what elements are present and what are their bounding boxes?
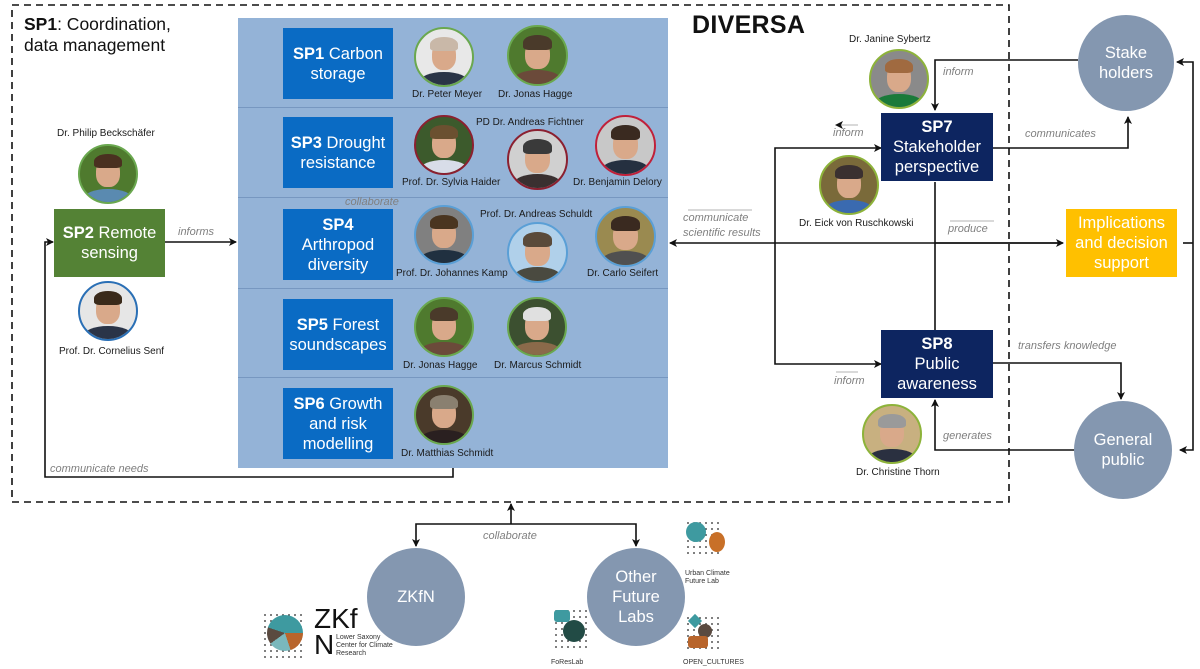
implications-box[interactable]: Implications and decision support bbox=[1066, 209, 1177, 277]
sp6-growth-risk-box[interactable]: SP6 Growth and risk modelling bbox=[283, 388, 393, 459]
zkfn-logo-word: ZKf bbox=[314, 603, 358, 634]
avatar-jonas-hagge-sp5 bbox=[414, 297, 474, 357]
edge-label-scientific-results: scientific results bbox=[683, 227, 761, 239]
coordination-label: : Coordination, bbox=[57, 14, 171, 34]
avatar-marcus-schmidt bbox=[507, 297, 567, 357]
urban-lab-label: Urban Climate bbox=[685, 570, 730, 577]
zkfn-logo-icon bbox=[267, 615, 303, 651]
edge-sp8-public bbox=[993, 362, 1125, 400]
avatar-christine-thorn bbox=[862, 404, 922, 464]
avatar-carlo-seifert bbox=[595, 206, 656, 267]
zkfn-logo-word-2: N bbox=[314, 629, 335, 660]
edge-label-inform-sp8: inform bbox=[834, 375, 865, 387]
urban-lab-logo-shape bbox=[709, 532, 725, 552]
avatar-andreas-fichtner bbox=[507, 129, 568, 190]
member-name: Dr. Christine Thorn bbox=[856, 467, 940, 478]
row-divider bbox=[238, 377, 668, 378]
edge-public-sp8 bbox=[931, 399, 1078, 451]
foreslab-logo-shape bbox=[554, 610, 570, 622]
open-cultures-label: OPEN_CULTURES bbox=[683, 659, 744, 666]
coordination-title: SP1: Coordination, data management bbox=[24, 14, 171, 56]
urban-lab-label-2: Future Lab bbox=[685, 578, 719, 585]
open-cultures-logo-shape-2 bbox=[688, 636, 708, 648]
edge-label-informs: informs bbox=[178, 226, 215, 238]
member-name: Prof. Dr. Andreas Schuldt bbox=[480, 209, 593, 220]
avatar-jonas-hagge bbox=[507, 25, 568, 86]
edge-label-transfers-knowledge: transfers knowledge bbox=[1018, 340, 1117, 352]
sp5-forest-soundscapes-box[interactable]: SP5 Forest soundscapes bbox=[283, 299, 393, 370]
sp4-arthropod-diversity-box[interactable]: SP4 Arthropod diversity bbox=[283, 209, 393, 280]
member-name: Dr. Carlo Seifert bbox=[587, 268, 659, 279]
edge-implications-public bbox=[1179, 243, 1194, 454]
row-divider bbox=[238, 288, 668, 289]
zkfn-logo-sub-2: Center for Climate bbox=[336, 642, 393, 649]
zkfn-node[interactable]: ZKfN bbox=[367, 548, 465, 646]
row-divider bbox=[238, 107, 668, 108]
member-name: Prof. Dr. Cornelius Senf bbox=[59, 346, 165, 357]
member-name: Dr. Philip Beckschäfer bbox=[57, 128, 155, 139]
member-name: Prof. Dr. Johannes Kamp bbox=[396, 268, 508, 279]
edge-implications-stakeholders bbox=[1176, 58, 1194, 243]
foreslab-label: FoResLab bbox=[551, 659, 584, 666]
avatar-janine-sybertz bbox=[869, 49, 929, 109]
member-name: Dr. Peter Meyer bbox=[412, 89, 483, 100]
diversa-title: DIVERSA bbox=[692, 11, 806, 39]
avatar-philip-beckschaefer bbox=[78, 144, 138, 204]
avatar-sylvia-haider bbox=[414, 115, 474, 175]
member-name: PD Dr. Andreas Fichtner bbox=[476, 117, 584, 128]
sp2-remote-sensing-box[interactable]: SP2 Remote sensing bbox=[54, 209, 165, 277]
coordination-label-2: data management bbox=[24, 35, 166, 55]
avatar-johannes-kamp bbox=[414, 205, 474, 265]
member-name: Dr. Jonas Hagge bbox=[403, 360, 478, 371]
avatar-benjamin-delory bbox=[595, 115, 656, 176]
member-name: Dr. Benjamin Delory bbox=[573, 177, 662, 188]
urban-lab-logo-icon bbox=[686, 522, 706, 542]
edge-label-collaborate: collaborate bbox=[345, 196, 399, 208]
member-name: Dr. Matthias Schmidt bbox=[401, 448, 494, 459]
sp7-stakeholder-box[interactable]: SP7 Stakeholder perspective bbox=[881, 113, 993, 181]
edge-label-generates: generates bbox=[943, 430, 992, 442]
edge-label-produce: produce bbox=[948, 223, 988, 235]
edge-label-communicate: communicate bbox=[683, 212, 749, 224]
open-cultures-logo-icon bbox=[698, 624, 712, 638]
zkfn-logo-sub-3: Research bbox=[336, 650, 366, 657]
sp3-drought-resistance-box[interactable]: SP3 Drought resistance bbox=[283, 117, 393, 188]
zkfn-logo-sub-1: Lower Saxony bbox=[336, 634, 381, 641]
member-name: Dr. Eick von Ruschkowski bbox=[799, 218, 914, 229]
member-name: Prof. Dr. Sylvia Haider bbox=[402, 177, 501, 188]
foreslab-logo-icon bbox=[563, 620, 585, 642]
sp1-carbon-storage-box[interactable]: SP1 Carbon storage bbox=[283, 28, 393, 99]
avatar-matthias-schmidt bbox=[414, 385, 474, 445]
member-name: Dr. Marcus Schmidt bbox=[494, 360, 582, 371]
row-divider bbox=[238, 197, 668, 198]
avatar-cornelius-senf bbox=[78, 281, 138, 341]
edge-label-inform-sp7: inform bbox=[833, 127, 864, 139]
coordination-code: SP1 bbox=[24, 14, 58, 34]
avatar-peter-meyer bbox=[414, 27, 474, 87]
edge-label-collaborate-outer: collaborate bbox=[483, 530, 537, 542]
avatar-andreas-schuldt bbox=[507, 222, 568, 283]
sp8-public-awareness-box[interactable]: SP8 Public awareness bbox=[881, 330, 993, 398]
edge-results-sp8 bbox=[774, 243, 882, 368]
member-name: Dr. Jonas Hagge bbox=[498, 89, 573, 100]
member-name: Dr. Janine Sybertz bbox=[849, 34, 931, 45]
edge-label-communicates: communicates bbox=[1025, 128, 1096, 140]
avatar-eick-von-ruschkowski bbox=[819, 155, 879, 215]
edge-label-communicate-needs: communicate needs bbox=[50, 463, 149, 475]
edge-label-inform-stakeholders: inform bbox=[943, 66, 974, 78]
